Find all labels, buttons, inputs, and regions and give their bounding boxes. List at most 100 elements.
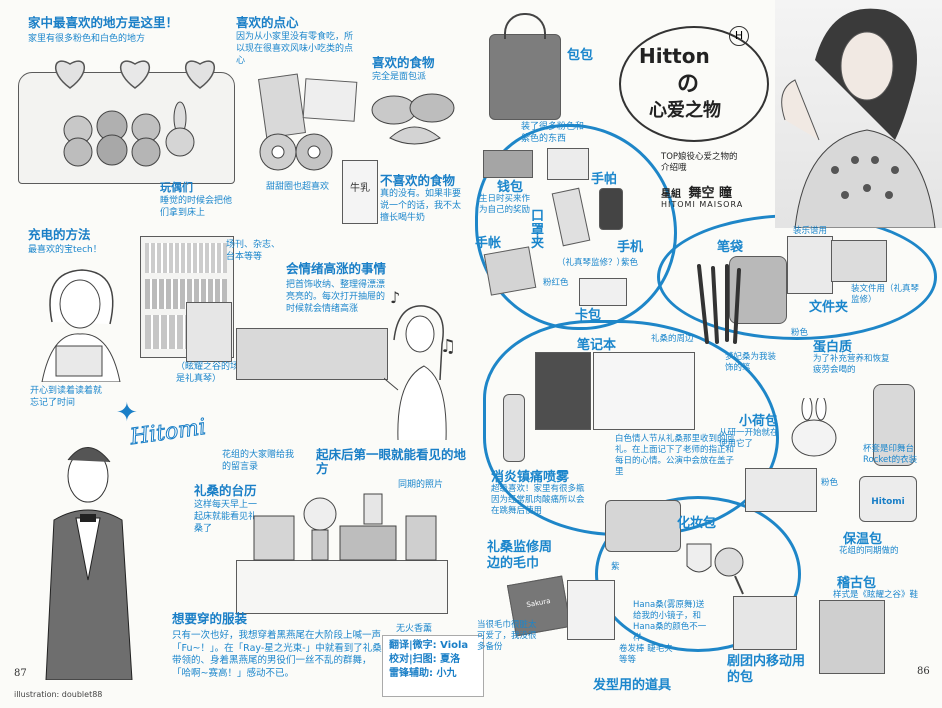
calendar-desc: 这样每天早上一起床就能看见礼桑了 xyxy=(194,500,258,534)
tailcoat-woman-illustration xyxy=(28,440,138,681)
folder-title: 文件夹 xyxy=(809,300,849,315)
mirror-illustration xyxy=(677,538,747,596)
music-note-icon: ♪ xyxy=(390,288,401,307)
pink-note: 粉红色 xyxy=(543,278,569,288)
folder-desc: 装文件用（礼真琴监修） xyxy=(851,284,920,306)
intro-text: TOP娘役心爱之物的介绍哦 xyxy=(661,152,738,174)
clothes-title: 想要穿的服装 xyxy=(172,611,248,626)
bread-illustration xyxy=(370,88,460,150)
pink-note-2: 粉色 xyxy=(791,328,809,338)
plush-toys xyxy=(60,100,200,170)
reading-girl-illustration xyxy=(22,262,132,383)
program-note: （眩耀之谷的场刊封面是礼真琴） xyxy=(176,362,267,384)
transfer-bag-illustration xyxy=(733,596,797,650)
shelf-row xyxy=(145,243,227,273)
charge-desc: 最喜欢的宝tech！ xyxy=(28,245,102,255)
credit-line: 翻译|微字: Viola xyxy=(389,640,469,651)
page-number-right: 86 xyxy=(917,666,930,677)
credit-line: 校对|扫图: 夏洛 xyxy=(389,654,461,666)
towel-desc: 当很毛巾很脏太可爱了，我没很多备份 xyxy=(477,620,537,653)
h-badge-icon: H xyxy=(729,26,749,46)
snack-box-illustration xyxy=(258,73,306,139)
pens-illustration xyxy=(693,262,743,346)
planner-label: 手帐 xyxy=(475,236,502,251)
mirror-note: Hana桑(雾原舞)送给我的小镜子，和Hana桑的颜色不一样 xyxy=(633,600,707,644)
pink-note-3: 粉色 xyxy=(821,478,839,488)
protein-title: 蛋白质 xyxy=(813,340,853,355)
towel-title: 礼桑监修周边的毛巾 xyxy=(487,540,553,571)
troupe-label: 星組 舞空 瞳 xyxy=(661,182,732,201)
card-case-label: 卡包 xyxy=(575,308,602,323)
thermos-bag-illustration: Hitomi xyxy=(859,476,917,522)
folder-illustration xyxy=(787,236,833,294)
notebook-desc: 白色情人节从礼桑那里收到的回礼。在上面记下了老师的指正和每日的心情。公演中会放在… xyxy=(615,434,735,478)
credits-text: 翻译|微字: Viola 校对|扫图: 夏洛 雷锋辅助: 小九 xyxy=(383,636,483,685)
bottle-note: 杯套是印舞台Rocket的衣装 xyxy=(863,444,918,466)
plush-title: 玩偶们 xyxy=(160,181,193,194)
thermos-title: 保温包 xyxy=(843,532,883,547)
handbag-illustration xyxy=(489,13,561,120)
thermos-label: Hitomi xyxy=(871,497,905,507)
title-no: の xyxy=(677,72,700,97)
snacks-title: 喜欢的点心 xyxy=(236,15,299,30)
unscented-note: 无火香薰 xyxy=(396,624,433,634)
troupe: 星組 xyxy=(661,189,681,200)
credit-line: 雷锋辅助: 小九 xyxy=(389,668,457,680)
home-title: 家中最喜欢的地方是这里！ xyxy=(28,15,179,30)
pencil-case-title: 笔袋 xyxy=(717,240,744,255)
clothes-desc: 只有一次也好，我想穿着黑燕尾在大阶段上喊一声「Fu~！」。在「Ray-星之光束-… xyxy=(172,630,382,679)
music-note-icon: ♫ xyxy=(440,336,457,357)
mags-note: 场刊、杂志、台本等等 xyxy=(226,240,281,262)
heart-pillows xyxy=(50,52,220,90)
jewelry-drawer-illustration xyxy=(236,328,388,380)
milk-carton-label: 牛乳 xyxy=(350,183,370,194)
practice-bag-title: 稽古包 xyxy=(837,576,877,591)
excite-title: 会情绪高涨的事情 xyxy=(286,261,387,276)
name-en: HITOMI MAISORA xyxy=(661,200,744,209)
hitomi-signature: Hitomi xyxy=(128,414,208,451)
tote-bag-illustration xyxy=(567,580,615,640)
dislike-title: 不喜欢的食物 xyxy=(380,173,456,188)
clip-note: （礼真琴监修？） xyxy=(557,258,626,268)
msg-note: 花组的大家赠给我的留言录 xyxy=(222,450,295,472)
title-circle xyxy=(619,26,769,142)
mask-clip-label: 口罩夹 xyxy=(531,209,545,252)
hair-tools-title: 发型用的道具 xyxy=(593,678,672,693)
desk-items-illustration xyxy=(250,486,440,562)
notebook-closed-illustration xyxy=(535,352,591,430)
wallet-illustration xyxy=(483,150,533,178)
food-desc: 完全是面包派 xyxy=(372,72,427,82)
first-sight-title: 起床后第一眼就能看见的地方 xyxy=(316,447,467,477)
charge-title: 充电的方法 xyxy=(28,227,91,242)
notebook-open-illustration xyxy=(593,352,695,430)
thermos-desc: 花组的同期做的 xyxy=(839,546,899,556)
portrait-photo xyxy=(775,0,942,229)
rabbit-pouch-illustration xyxy=(789,395,839,458)
title-aixin: 心爱之物 xyxy=(649,100,721,121)
name-cn: 舞空 瞳 xyxy=(688,186,733,201)
phone-label: 手机 xyxy=(617,240,644,255)
protein-desc: 为了补充营养和恢复疲劳会喝的 xyxy=(813,354,890,376)
cosmetic-bubble xyxy=(595,496,801,652)
towel-label: Sakura xyxy=(525,597,552,610)
handkerchief-illustration xyxy=(547,148,589,180)
snack-pack-illustration xyxy=(302,78,358,122)
notebook-title: 笔记本 xyxy=(577,338,617,353)
purple-note: 紫色 xyxy=(621,258,639,268)
donut-note: 甜甜圈也超喜欢 xyxy=(266,182,330,192)
title-hitton: Hitton xyxy=(639,44,710,68)
bag-desc: 装了很多粉色和紫色的东西 xyxy=(521,122,585,144)
home-desc: 家里有很多粉色和白色的地方 xyxy=(28,34,146,44)
violet-note: 紫 xyxy=(611,562,620,572)
spray-title: 消炎镇痛喷雾 xyxy=(491,470,570,485)
transfer-bag-title: 剧团内移动用的包 xyxy=(727,654,806,685)
cosmetic-pouch-illustration xyxy=(605,500,681,552)
illustration-credit: illustration: doublet88 xyxy=(14,690,103,699)
excite-desc: 把首饰收纳、整理得漂漂亮亮的。每次打开抽屉的时候就会情绪高涨 xyxy=(286,280,386,314)
spray-desc: 超级喜欢！家里有很多瓶因为经常肌肉酸痛所以会在跳舞后使用 xyxy=(491,484,585,517)
left-page: 家中最喜欢的地方是这里！ 家里有很多粉色和白色的地方 玩偶们 睡觉的时候会把他们… xyxy=(14,15,467,699)
desk-illustration xyxy=(236,560,448,614)
folder-illustration xyxy=(831,240,887,282)
spray-can-illustration xyxy=(503,394,525,462)
wallet-desc: 生日时买来作为自己的奖励 xyxy=(479,194,531,216)
